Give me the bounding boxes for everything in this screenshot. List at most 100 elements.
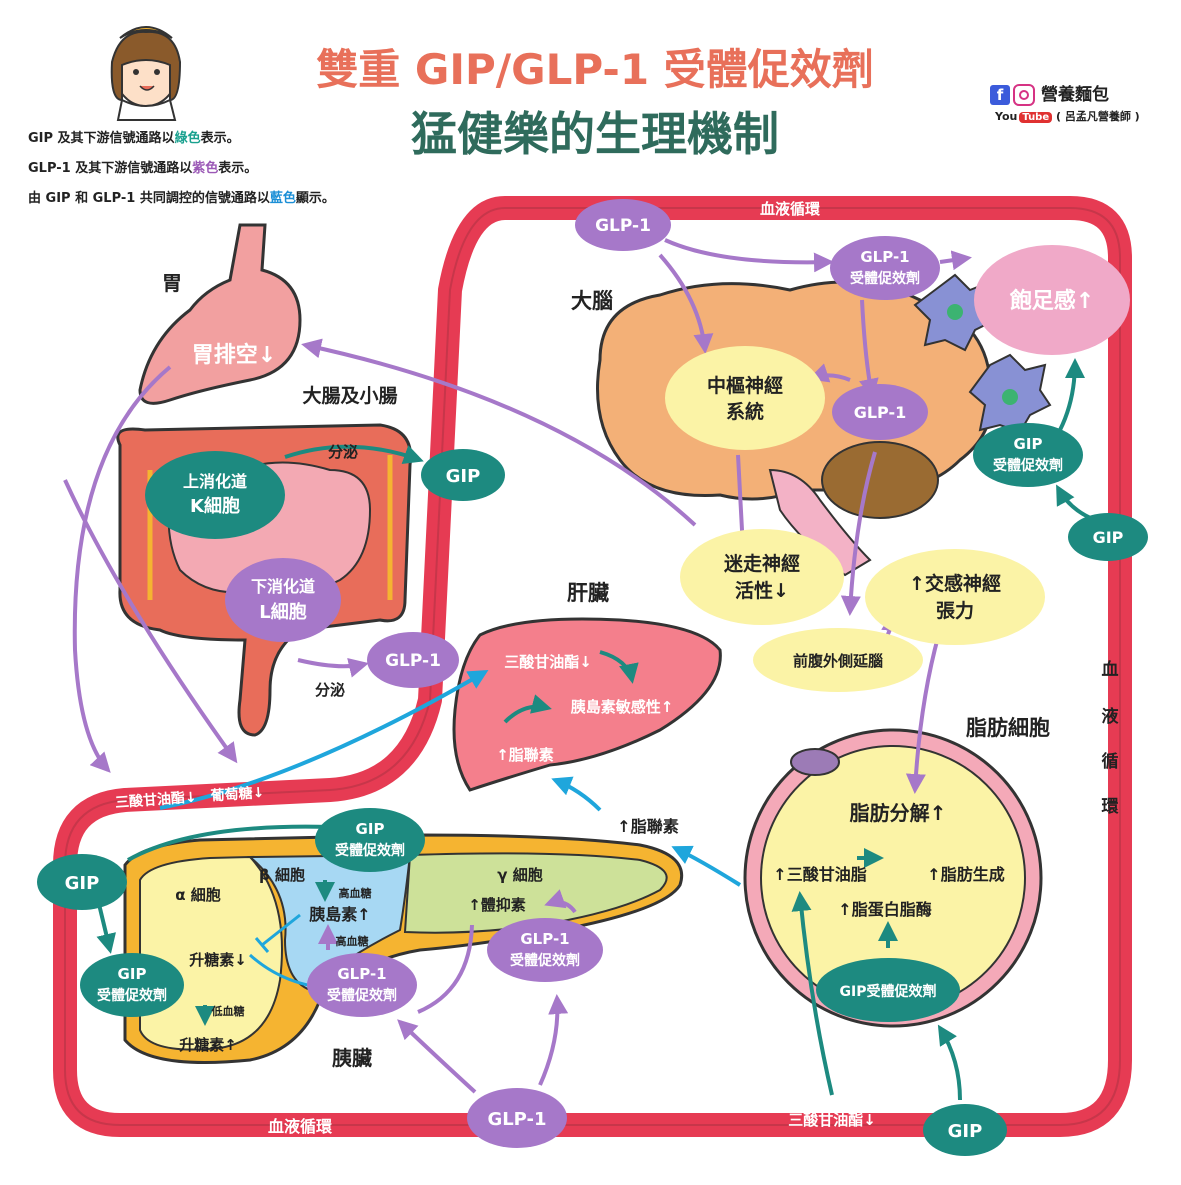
liver-adiponectin-text: ↑脂聯素 [496, 746, 554, 764]
intestine-label: 大腸及小腸 [302, 384, 397, 407]
glp1-bottom-node: GLP-1 [467, 1088, 567, 1148]
pancreas-illustration [123, 833, 683, 1064]
k-cell-node: 上消化道 K細胞 [145, 451, 285, 539]
gip-receptor-fat-node: GIP受體促效劑 [816, 958, 960, 1022]
liver-insulin-sensitivity-text: 胰島素敏感性↑ [571, 698, 674, 716]
l-cell-line1: 下消化道 [251, 577, 315, 596]
vagus-line1: 迷走神經 [723, 552, 800, 575]
glp1-brain-node: GLP-1 [832, 384, 928, 440]
gastric-emptying-node: 胃排空↓ [192, 342, 276, 368]
gip-right-text: GIP [1093, 528, 1124, 547]
satiety-node: 飽足感↑ [974, 245, 1130, 355]
medulla-text: 前腹外側延腦 [793, 652, 883, 670]
sympathetic-line2: 張力 [936, 599, 974, 622]
legend-shared-color: 藍色 [269, 191, 296, 206]
youtube-you-text: You [995, 110, 1018, 123]
neuron-bottom-illustration [968, 353, 1052, 434]
cns-node: 中樞神經 系統 [665, 346, 825, 450]
adiponectin-out-text: ↑脂聯素 [617, 817, 678, 836]
gip-receptor-brain-line2: 受體促效劑 [993, 457, 1063, 474]
glp1-mid-text: GLP-1 [385, 651, 441, 671]
legend-gip-color: 綠色 [174, 131, 201, 146]
blood-top-label: 血液循環 [760, 200, 821, 218]
glp1-receptor-brain-line2: 受體促效劑 [850, 270, 920, 287]
glp1-bottom-text: GLP-1 [487, 1109, 546, 1130]
vagus-line2: 活性↓ [735, 579, 789, 602]
brain-label: 大腦 [571, 289, 613, 313]
title-line2: 猛健樂的生理機制 [411, 107, 779, 161]
glucagon-down-text: 升糖素↓ [189, 951, 247, 969]
legend-glp1-pre: GLP-1 及其下游信號通路以 [28, 161, 193, 176]
title-line1: 雙重 GIP/GLP-1 受體促效劑 [316, 45, 874, 94]
legend-gip-pre: GIP 及其下游信號通路以 [28, 131, 175, 146]
gip-left-node: GIP [37, 854, 127, 910]
gip-right-node: GIP [1068, 513, 1148, 561]
k-cell-line2: K細胞 [190, 495, 240, 517]
glp1-receptor-gamma-line2: 受體促效劑 [510, 952, 580, 969]
instagram-icon [1013, 84, 1035, 106]
medulla-node: 前腹外側延腦 [753, 628, 923, 692]
legend-shared-pre: 由 GIP 和 GLP-1 共同調控的信號通路以 [28, 191, 270, 206]
gip-receptor-alpha-node: GIP 受體促效劑 [80, 953, 184, 1017]
gip-receptor-alpha-line2: 受體促效劑 [97, 987, 167, 1004]
somatostatin-text: ↑體抑素 [468, 896, 526, 914]
insulin-text: 胰島素↑ [309, 905, 370, 924]
shared-arrows [159, 669, 742, 887]
gip-receptor-alpha-line1: GIP [118, 965, 147, 983]
fat-cell-label: 脂肪細胞 [966, 716, 1050, 740]
legend-glp1: GLP-1 及其下游信號通路以紫色表示。 [28, 157, 257, 176]
blood-bottom-right-label: 三酸甘油酯↓ [788, 1111, 876, 1129]
secrete-label-2: 分泌 [315, 681, 345, 699]
blood-right-char-3: 循 [1102, 751, 1119, 772]
sympathetic-node: ↑交感神經 張力 [865, 549, 1045, 645]
lipogenesis-a-text: ↑三酸甘油脂 [773, 865, 866, 884]
k-cell-line1: 上消化道 [183, 472, 247, 491]
stomach-illustration [138, 223, 302, 405]
high-glucose-text-1: 高血糖 [339, 886, 372, 900]
gastric-emptying-text: 胃排空↓ [192, 342, 276, 368]
youtube-icon: Tube [1019, 112, 1053, 123]
glp1-receptor-beta-line2: 受體促效劑 [327, 987, 397, 1004]
satiety-text: 飽足感↑ [1009, 288, 1094, 314]
sympathetic-line1: ↑交感神經 [909, 572, 1001, 595]
glp1-receptor-beta-node: GLP-1 受體促效劑 [307, 953, 417, 1017]
glp1-receptor-gamma-node: GLP-1 受體促效劑 [487, 918, 603, 982]
l-cell-line2: L細胞 [259, 601, 306, 623]
brand-author-text: ( 呂孟凡營養師 ) [1055, 110, 1140, 123]
brand-name: f 營養麵包 [990, 80, 1109, 106]
glp1-brain-text: GLP-1 [854, 403, 907, 422]
low-glucose-text: 低血糖 [211, 1004, 245, 1018]
glp1-receptor-gamma-line1: GLP-1 [520, 930, 569, 948]
gip-bottom-text: GIP [948, 1121, 983, 1142]
secrete-label-1: 分泌 [328, 443, 358, 461]
gip-receptor-pancreas-line2: 受體促效劑 [335, 842, 405, 859]
blood-right-char-1: 血 [1102, 659, 1119, 680]
liver-tg-text: 三酸甘油酯↓ [504, 653, 592, 671]
liver-illustration [452, 617, 722, 792]
glp1-mid-node: GLP-1 [367, 632, 459, 688]
legend-glp1-post: 表示。 [218, 161, 258, 176]
fat-cell-illustration [743, 728, 1043, 1028]
gamma-cell-label: γ 細胞 [497, 866, 542, 884]
brand-name-text: 營養麵包 [1041, 85, 1109, 105]
l-cell-node: 下消化道 L細胞 [225, 558, 341, 642]
stomach-label: 胃 [162, 271, 182, 295]
blood-right-char-4: 環 [1102, 797, 1120, 817]
high-glucose-text-2: 高血糖 [336, 934, 369, 948]
legend-glp1-color: 紫色 [192, 161, 219, 176]
gip-arrows [96, 358, 1096, 1101]
gip-top-node: GIP [421, 449, 505, 501]
glp1-receptor-brain-node: GLP-1 受體促效劑 [830, 236, 940, 300]
glp1-top-node: GLP-1 [575, 199, 671, 251]
blood-right-char-2: 液 [1102, 706, 1119, 727]
facebook-icon: f [990, 85, 1010, 105]
gip-bottom-node: GIP [923, 1104, 1007, 1156]
glp1-top-text: GLP-1 [595, 216, 651, 236]
lipogenesis-b-text: ↑脂肪生成 [927, 865, 1004, 884]
legend-gip: GIP 及其下游信號通路以綠色表示。 [28, 127, 240, 146]
gip-top-text: GIP [446, 466, 481, 487]
cns-line2: 系統 [726, 400, 764, 423]
sympathetic-arrow [905, 629, 942, 794]
